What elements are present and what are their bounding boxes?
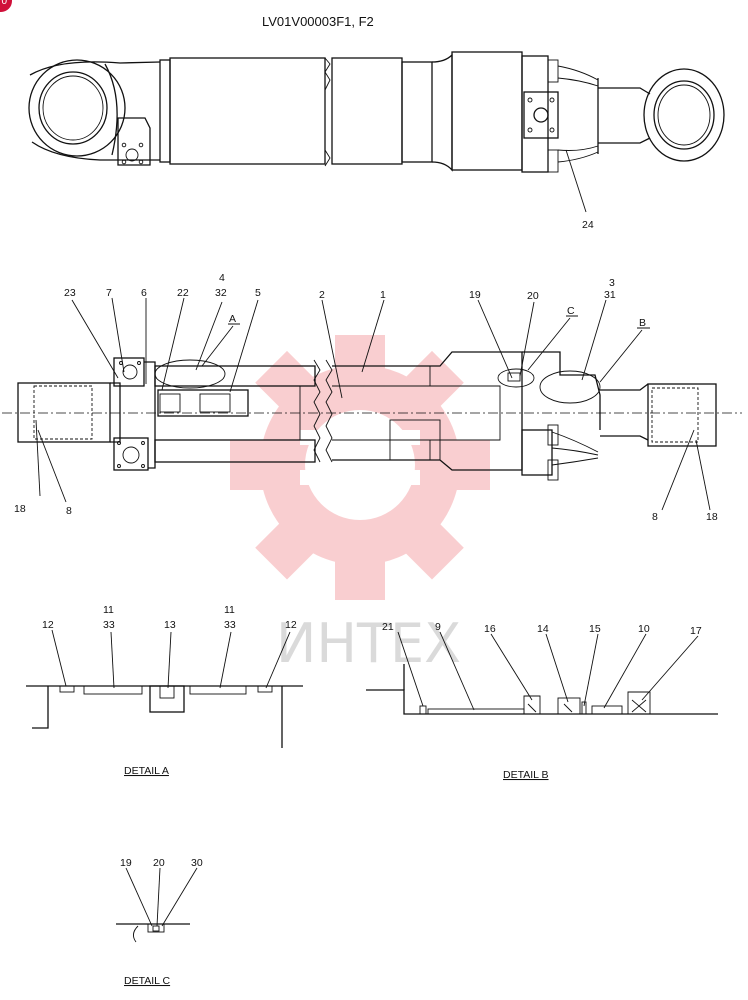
detail-b-callout-15: 15 [589, 623, 601, 635]
detail-a-callout-13: 13 [164, 619, 176, 631]
callout-7: 7 [106, 287, 112, 299]
detail-a-drawing [26, 629, 303, 748]
detail-a-callout-12-right: 12 [285, 619, 297, 631]
watermark-gear-logo [230, 335, 490, 600]
detail-a-callout-12-left: 12 [42, 619, 54, 631]
callout-23: 23 [64, 287, 76, 299]
detail-b-caption: DETAIL B [503, 769, 549, 781]
detail-a-callout-33-left: 33 [103, 619, 115, 631]
callout-6: 6 [141, 287, 147, 299]
detail-c-callout-20: 20 [153, 857, 165, 869]
callout-18-left: 18 [14, 503, 26, 515]
detail-c-callout-30: 30 [191, 857, 203, 869]
detail-c-drawing [116, 867, 198, 943]
callout-32: 32 [215, 287, 227, 299]
callout-24: 24 [582, 219, 594, 231]
callout-letter-a: A [229, 313, 236, 325]
detail-a-caption: DETAIL A [124, 765, 169, 777]
callout-letter-b: B [639, 317, 646, 329]
cylinder-section-view [2, 297, 742, 511]
callout-1: 1 [380, 289, 386, 301]
callout-8-right: 8 [652, 511, 658, 523]
detail-c-callout-19: 19 [120, 857, 132, 869]
callout-2: 2 [319, 289, 325, 301]
detail-a-callout-11-right: 11 [224, 604, 235, 616]
detail-b-callout-16: 16 [484, 623, 496, 635]
detail-b-callout-14: 14 [537, 623, 549, 635]
callout-5: 5 [255, 287, 261, 299]
callout-20: 20 [527, 290, 539, 302]
detail-b-drawing [366, 631, 718, 715]
detail-c-caption: DETAIL C [124, 975, 171, 987]
detail-b-callout-9: 9 [435, 621, 441, 633]
detail-b-callout-10: 10 [638, 623, 650, 635]
detail-a-callout-33-right: 33 [224, 619, 236, 631]
drawing-title: LV01V00003F1, F2 [262, 14, 374, 29]
callout-8-left: 8 [66, 505, 72, 517]
callout-4: 4 [219, 272, 225, 284]
detail-a-callout-11-left: 11 [103, 604, 114, 616]
watermark-text: ИНТЕХ [276, 612, 461, 675]
callout-19: 19 [469, 289, 481, 301]
cylinder-external-view [28, 51, 725, 213]
detail-b-callout-21: 21 [382, 621, 394, 633]
detail-b-callout-17: 17 [690, 625, 702, 637]
callout-letter-c: C [567, 305, 575, 317]
callout-3: 3 [609, 277, 615, 289]
callout-18-right: 18 [706, 511, 718, 523]
callout-22: 22 [177, 287, 189, 299]
callout-31: 31 [604, 289, 616, 301]
